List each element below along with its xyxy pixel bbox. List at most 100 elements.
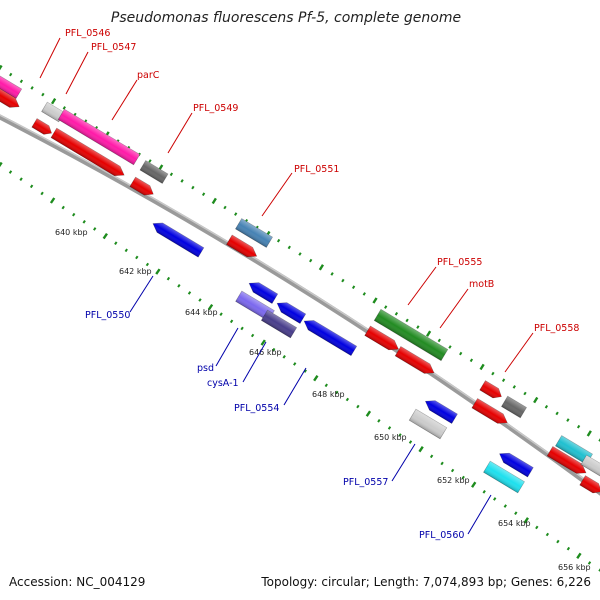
guide-dot [198, 298, 202, 302]
tick-label: 642 kbp [119, 267, 152, 276]
guide-dot [459, 351, 463, 356]
feature-arrow-forward-shading [364, 326, 399, 350]
feature-block-shading [235, 291, 275, 321]
guide-dot [19, 79, 24, 84]
guide-dot [30, 86, 34, 90]
guide-dot [29, 184, 34, 189]
feature-arrow-forward [226, 234, 258, 258]
feature-arrow-reverse-shading [277, 302, 306, 324]
guide-dot [177, 283, 181, 288]
feature-arrow-forward [0, 88, 20, 108]
feature-arrow-reverse-shading [499, 453, 534, 477]
feature-arrow-forward-shading [51, 128, 125, 176]
guide-dot [169, 172, 174, 177]
gene-label: PFL_0547 [91, 42, 136, 53]
guide-dot [61, 205, 65, 210]
guide-dot [598, 568, 600, 572]
feature-block [0, 73, 23, 99]
feature-block-shading [41, 102, 65, 122]
gene-label: PFL_0550 [85, 310, 130, 321]
guide-dot [377, 418, 381, 423]
feature-arrow-forward-shading [547, 446, 587, 474]
guide-dot [50, 98, 57, 105]
feature-arrow-forward [479, 380, 502, 399]
feature-arrow-reverse [499, 452, 534, 478]
guide-dot [219, 312, 223, 317]
guide-dot [187, 291, 192, 295]
guide-dot [207, 303, 214, 311]
feature-arrow-forward [579, 475, 600, 494]
guide-dot [318, 264, 325, 271]
feature-arrow-reverse-shading [249, 282, 278, 304]
guide-dot [303, 369, 307, 373]
guide-dot [93, 227, 97, 231]
position-ticks: 640 kbp 642 kbp 644 kbp 646 kbp 648 kbp … [55, 228, 591, 572]
tick-label: 640 kbp [55, 228, 88, 237]
guide-dot [148, 159, 152, 163]
gene-label: parC [137, 70, 160, 81]
feature-track [0, 73, 600, 494]
guide-dot [523, 517, 529, 524]
guide-dot [330, 272, 334, 276]
guide-dot [523, 391, 527, 396]
feature-arrow-forward-shading [479, 380, 502, 398]
guide-dot [482, 489, 486, 494]
guide-dot [408, 440, 413, 444]
guide-dot [250, 333, 255, 338]
tick-label: 644 kbp [185, 308, 218, 317]
feature-block [41, 101, 65, 123]
gene-label: PFL_0549 [193, 103, 238, 114]
guide-dot [566, 546, 571, 551]
feature-arrow-forward-shading [0, 88, 20, 108]
guide-dot [425, 330, 432, 337]
feature-arrow-reverse [152, 222, 205, 258]
gene-label: PFL_0555 [437, 257, 482, 268]
feature-block-shading [501, 396, 527, 418]
guide-dot [450, 468, 455, 473]
feature-block [139, 160, 169, 184]
feature-block [483, 460, 525, 494]
guide-dot [471, 481, 477, 488]
tick-label: 648 kbp [312, 390, 345, 399]
guide-dot [387, 426, 392, 430]
feature-block-shading [235, 218, 273, 248]
guide-dot [398, 433, 402, 437]
feature-block-shading [261, 310, 297, 338]
feature-block-shading [483, 461, 525, 493]
feature-arrow-reverse [303, 320, 358, 357]
guide-dot [114, 241, 118, 246]
guide-dot [276, 238, 281, 243]
guide-dot [405, 318, 409, 323]
gene-label: psd [197, 363, 214, 374]
guide-dot [313, 375, 319, 382]
guide-dot [372, 297, 378, 304]
guide-dot [335, 390, 339, 395]
guide-dot [566, 418, 570, 422]
feature-arrow-forward [31, 118, 52, 135]
guide-dot [576, 552, 582, 559]
guide-dot [586, 430, 592, 437]
guide-dot [545, 532, 550, 537]
feature-block [373, 308, 449, 362]
feature-block-shading [0, 73, 22, 99]
guide-dot [345, 397, 350, 402]
guide-dot [62, 106, 66, 110]
guide-dot [365, 410, 372, 417]
guide-dot [514, 511, 518, 516]
guide-dot [356, 404, 360, 409]
guide-dot [49, 197, 56, 204]
guide-dot [429, 454, 434, 459]
backbone [0, 114, 600, 496]
guide-dot [240, 326, 244, 331]
guide-dot [448, 345, 452, 349]
feature-block-shading [580, 455, 600, 477]
guide-dot [19, 177, 23, 182]
top-leaders [39, 37, 534, 373]
guide-dot [0, 64, 3, 72]
feature-block [260, 309, 298, 339]
feature-arrow-reverse-shading [152, 222, 204, 258]
tick-label: 646 kbp [249, 348, 282, 357]
feature-block [235, 218, 273, 248]
feature-arrow-forward [129, 176, 154, 196]
feature-arrow-reverse-shading [425, 400, 458, 424]
